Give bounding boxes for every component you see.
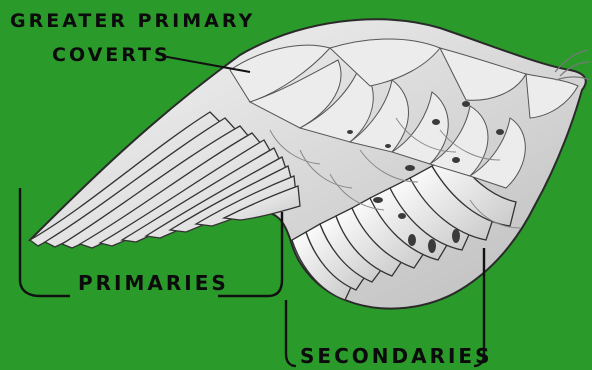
secondaries-label: SECONDARIES bbox=[300, 346, 492, 366]
coverts-label-line1: GREATER PRIMARY bbox=[10, 12, 255, 31]
coverts-label-line2: COVERTS bbox=[52, 46, 171, 65]
secondaries-bracket bbox=[286, 300, 296, 366]
primaries-label: PRIMARIES bbox=[78, 273, 229, 293]
